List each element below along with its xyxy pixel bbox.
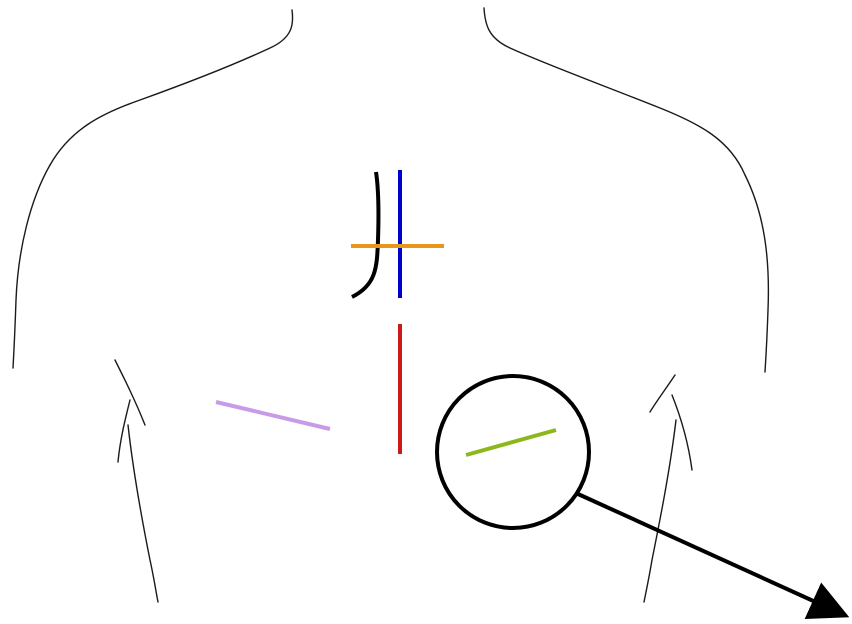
marks-group (216, 170, 556, 455)
flank-left-outline (128, 425, 158, 602)
black-curved-line (352, 172, 378, 297)
shoulder-right-outline (745, 175, 768, 372)
flank-right-outline (644, 420, 676, 602)
armpit-right-outline (650, 375, 675, 412)
callout-circle (437, 376, 589, 528)
shoulder-left-outline (13, 165, 50, 368)
violet-diagonal-line (216, 402, 330, 429)
callout-group (437, 376, 842, 614)
neck-right-outline (484, 8, 745, 175)
armpit-left-outline (115, 360, 145, 425)
callout-arrow (578, 494, 842, 614)
neck-left-outline (50, 10, 293, 165)
green-diagonal-line (466, 430, 556, 455)
torso-outline (13, 8, 768, 602)
